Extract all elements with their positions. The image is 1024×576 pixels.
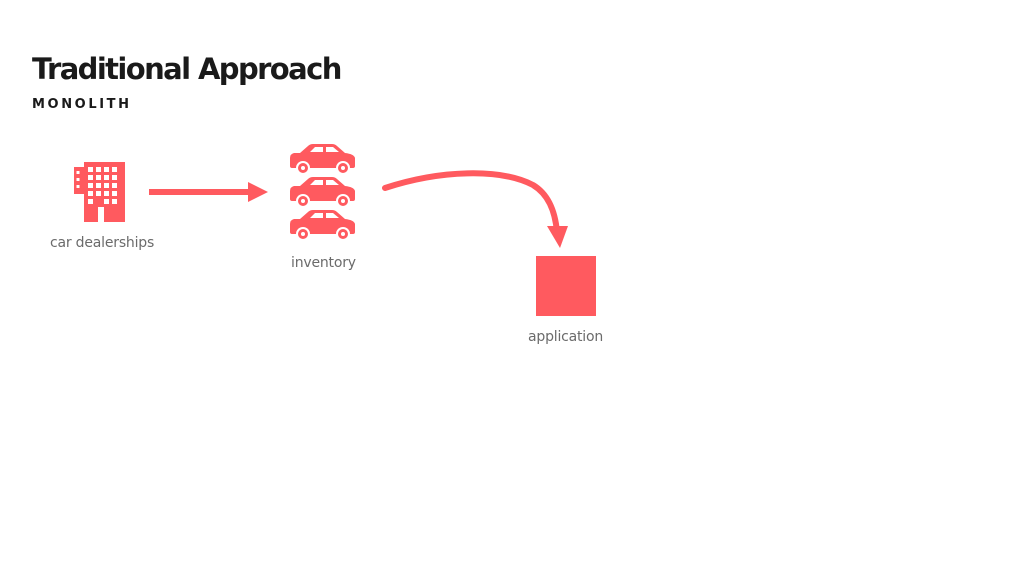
car-icon (290, 210, 355, 241)
car-icon (290, 177, 355, 208)
application-block (536, 256, 596, 316)
inventory-label: inventory (291, 255, 356, 271)
car-icon (290, 144, 355, 175)
slide-subtitle: MONOLITH (32, 97, 132, 112)
building-icon (74, 162, 125, 222)
dealerships-label: car dealerships (50, 235, 155, 251)
arrow-dealerships-to-inventory (149, 182, 268, 202)
application-label: application (528, 329, 604, 345)
arrow-inventory-to-application (382, 170, 568, 248)
slide-title: Traditional Approach (32, 52, 342, 86)
